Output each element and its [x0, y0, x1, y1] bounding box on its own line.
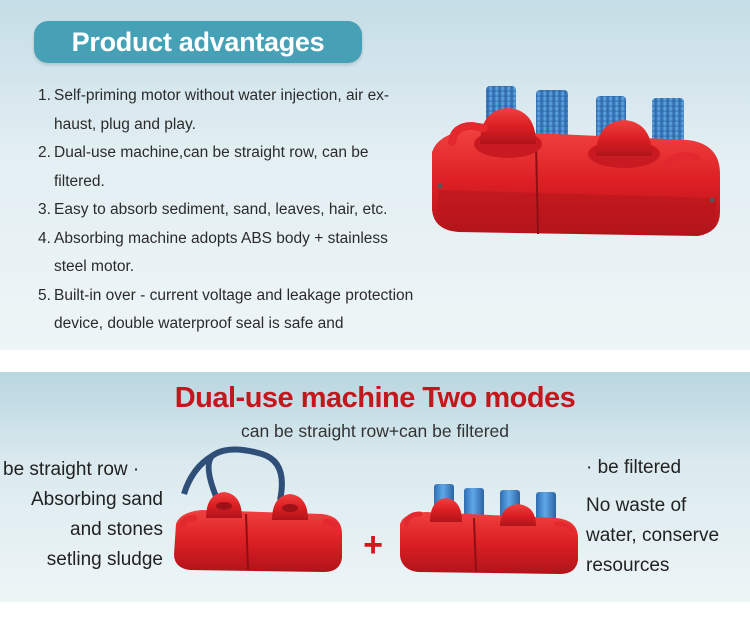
mode-desc-line: setling sludge	[46, 549, 163, 570]
list-item: 5.Built-in over - current voltage and le…	[38, 286, 414, 333]
straight-row-machine-image	[174, 446, 342, 572]
list-item: 2.Dual-use machine,can be straight row, …	[38, 144, 369, 190]
plus-icon: +	[363, 526, 383, 564]
advantages-list: 1.Self-priming motor without water injec…	[38, 82, 438, 339]
mode-desc-line: and stones	[70, 519, 163, 540]
filtered-machine-image	[400, 484, 578, 574]
section-subtitle: can be straight row+can be filtered	[240, 421, 509, 441]
straight-row-mode: be straight row · Absorbing sand and sto…	[3, 455, 163, 575]
mode-desc-line: No waste of	[586, 495, 687, 516]
section-title: Dual-use machine Two modes	[174, 382, 576, 414]
mode-desc-line: resources	[586, 555, 670, 576]
filtered-mode: · be filtered No waste of water, conserv…	[586, 453, 746, 581]
mode-desc-line: water, conserve	[586, 525, 720, 546]
list-item: 3.Easy to absorb sediment, sand, leaves,…	[38, 201, 388, 218]
mode-label: be straight row ·	[3, 459, 140, 480]
mode-desc-line: Absorbing sand	[30, 489, 163, 510]
list-item: 1.Self-priming motor without water injec…	[38, 87, 390, 133]
section-heading: Product advantages	[34, 21, 362, 63]
mode-label: · be filtered	[586, 457, 682, 478]
list-item: 4.Absorbing machine adopts ABS body + st…	[38, 229, 388, 276]
bottom-panel	[0, 372, 750, 602]
filter-machine-image	[432, 86, 720, 236]
